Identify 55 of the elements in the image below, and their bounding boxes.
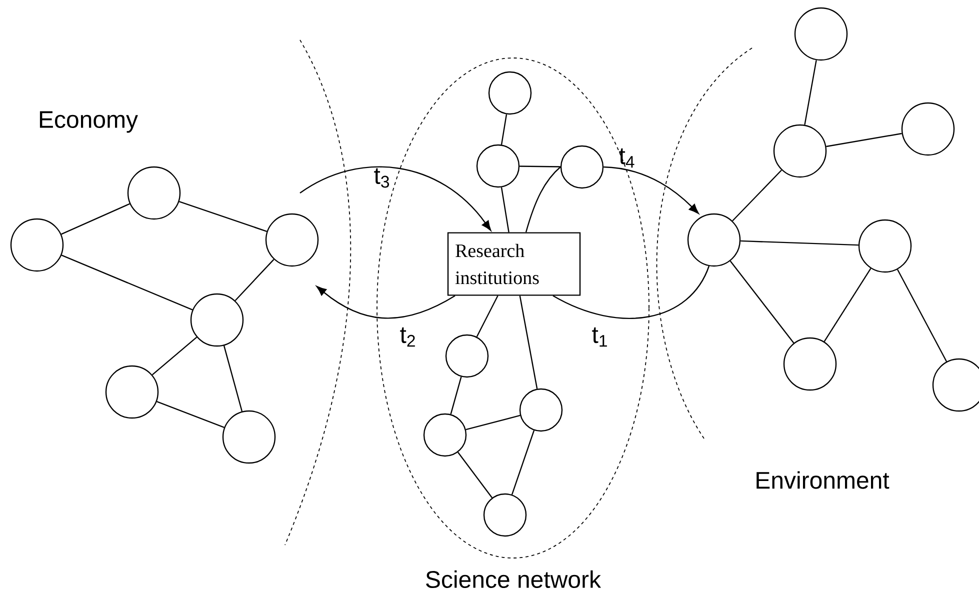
connector-line (826, 132, 902, 148)
network-circle (105, 365, 159, 419)
connector-line (500, 187, 510, 232)
connector-line (178, 201, 268, 232)
connector-line (457, 452, 493, 498)
network-circle (423, 413, 467, 457)
connector-line (500, 114, 508, 145)
connector-line (519, 296, 538, 389)
network-circle (10, 218, 64, 272)
network-circle (560, 145, 604, 189)
connector-line (466, 414, 520, 430)
network-circle (483, 493, 527, 537)
connector-line (520, 166, 560, 168)
network-circle (858, 219, 912, 273)
network-circle (794, 7, 848, 61)
connector-line (152, 336, 198, 376)
network-circle (488, 71, 532, 115)
connector-line (804, 60, 817, 125)
connector-line (525, 166, 561, 232)
arrow (300, 166, 492, 231)
network-circle (222, 410, 276, 464)
region-label: Environment (756, 471, 890, 489)
connector-line (476, 296, 498, 338)
network-circle (687, 213, 741, 267)
network-circle (190, 293, 244, 347)
connector-line (223, 346, 243, 412)
institution-box: Research institutions (447, 232, 581, 296)
edge-label: t$_{2}$ (400, 327, 415, 347)
network-circle (265, 213, 319, 267)
network-circle (127, 166, 181, 220)
arrow (316, 286, 456, 319)
network-circle (783, 337, 837, 391)
network-circle (901, 102, 955, 156)
connector-line (740, 240, 858, 246)
network-circle (773, 124, 827, 178)
connector-line (732, 170, 782, 222)
connector-line (896, 269, 948, 362)
connector-line (730, 260, 794, 344)
connector-line (156, 401, 224, 428)
network-circle (476, 144, 520, 188)
connector-line (552, 266, 710, 319)
edge-label: t$_{4}$ (619, 148, 634, 168)
connector-line (61, 203, 130, 235)
connector-line (824, 268, 872, 342)
connector-line (61, 254, 193, 310)
node-label: Science network (426, 570, 602, 588)
connector-line (234, 259, 274, 301)
edge-label: t$_{1}$ (592, 327, 607, 347)
connector-line (511, 430, 535, 495)
region-label: Economy (40, 111, 138, 133)
arrow (604, 166, 699, 214)
connector-line (450, 376, 462, 414)
edge-label: t$_{3}$ (374, 168, 390, 188)
network-circle (519, 388, 563, 432)
network-circle (445, 334, 489, 378)
